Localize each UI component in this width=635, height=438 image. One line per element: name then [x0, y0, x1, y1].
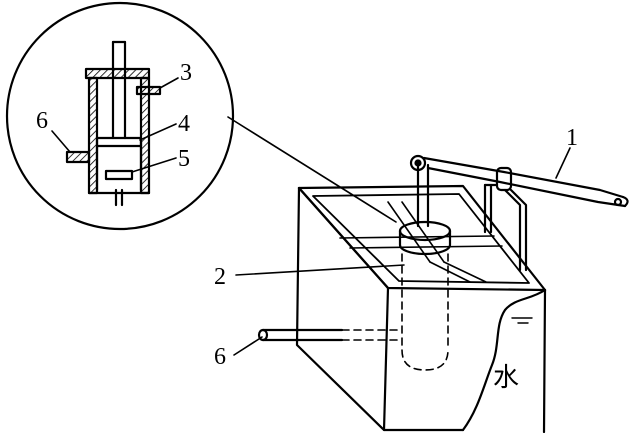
inlet-pipe-6: [257, 328, 344, 342]
label-water: 水: [493, 363, 519, 392]
tank-cutaway-edge: [461, 288, 547, 432]
label-part-3: 3: [180, 60, 192, 86]
detail-cylinder-wall-left: [87, 76, 99, 195]
leader-4: [139, 123, 177, 141]
linkage-pivot: [409, 154, 427, 172]
detail-inlet-6: [65, 150, 91, 164]
tank-inner-rim: [312, 193, 530, 284]
leader-3: [159, 77, 179, 89]
pump-assembly: [257, 154, 629, 371]
leader-6-main: [233, 336, 263, 356]
leader-1: [555, 147, 571, 179]
label-part-4: 4: [178, 111, 190, 137]
detail-top-flange: [84, 67, 151, 80]
label-part-6-main: 6: [214, 344, 226, 370]
detail-cylinder-wall-right: [139, 76, 151, 195]
detail-piston-4: [95, 136, 143, 192]
tank-front-face: [382, 286, 465, 432]
detail-piston-rod: [111, 40, 127, 207]
lever-support: [483, 166, 528, 272]
leader-5: [131, 157, 177, 173]
pump-cylinder-hidden: [401, 253, 449, 371]
leader-6-detail: [51, 130, 71, 153]
label-part-5: 5: [178, 146, 190, 172]
lever-arm-1: [422, 156, 625, 199]
label-part-1: 1: [566, 125, 578, 151]
detail-valve-5: [104, 169, 134, 181]
label-part-2: 2: [214, 264, 226, 290]
leader-2: [235, 264, 405, 276]
detail-circle: [5, 1, 235, 231]
tank-top-rim: [297, 184, 547, 292]
tank-left-face: [295, 186, 386, 432]
water-tank: [295, 184, 547, 434]
detail-view: [5, 1, 397, 231]
water-surface: [511, 317, 533, 324]
detail-leader-line: [227, 116, 397, 223]
inlet-pipe-hidden: [341, 329, 403, 341]
label-part-6-detail: 6: [36, 108, 48, 134]
